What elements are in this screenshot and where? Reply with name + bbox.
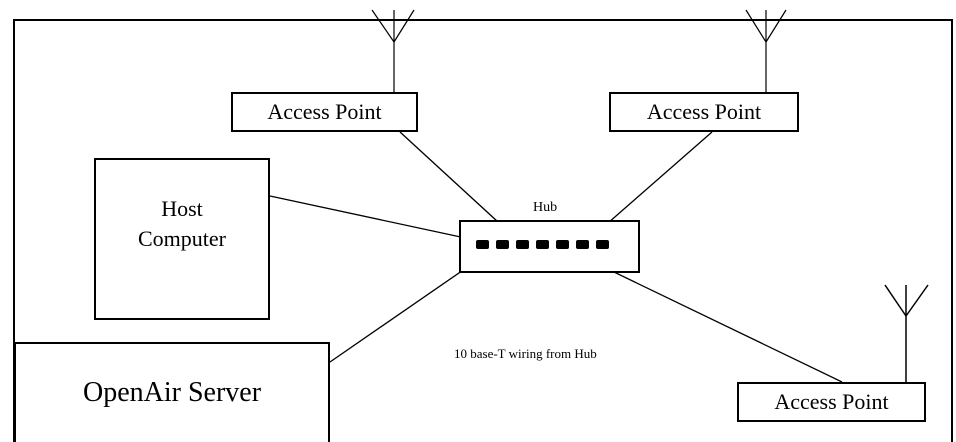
hub-port bbox=[496, 240, 509, 249]
hub bbox=[459, 220, 640, 273]
diagram-frame bbox=[13, 19, 953, 442]
access-point-1-label: Access Point bbox=[267, 99, 382, 124]
openair-server: OpenAir Server bbox=[14, 342, 330, 442]
hub-port bbox=[536, 240, 549, 249]
access-point-3-label: Access Point bbox=[774, 389, 889, 414]
wiring-caption: 10 base-T wiring from Hub bbox=[454, 346, 597, 361]
cable-host-hub bbox=[269, 195, 485, 243]
hub-port bbox=[476, 240, 489, 249]
hub-port bbox=[556, 240, 569, 249]
antenna-icon bbox=[371, 9, 415, 92]
hub-label: Hub bbox=[533, 200, 558, 215]
antenna-icon bbox=[745, 9, 787, 92]
hub-port bbox=[516, 240, 529, 249]
access-point-2: Access Point bbox=[609, 92, 799, 132]
access-point-1: Access Point bbox=[231, 92, 418, 132]
access-point-2-label: Access Point bbox=[646, 99, 762, 124]
hub-ports bbox=[476, 240, 609, 249]
openair-server-label: OpenAir Server bbox=[82, 377, 262, 408]
host-computer-label: Host Computer bbox=[138, 196, 226, 251]
host-computer: Host Computer bbox=[94, 158, 270, 320]
hub-port bbox=[576, 240, 589, 249]
antenna-icon bbox=[884, 284, 929, 382]
hub-port bbox=[596, 240, 609, 249]
access-point-3: Access Point bbox=[737, 382, 926, 422]
